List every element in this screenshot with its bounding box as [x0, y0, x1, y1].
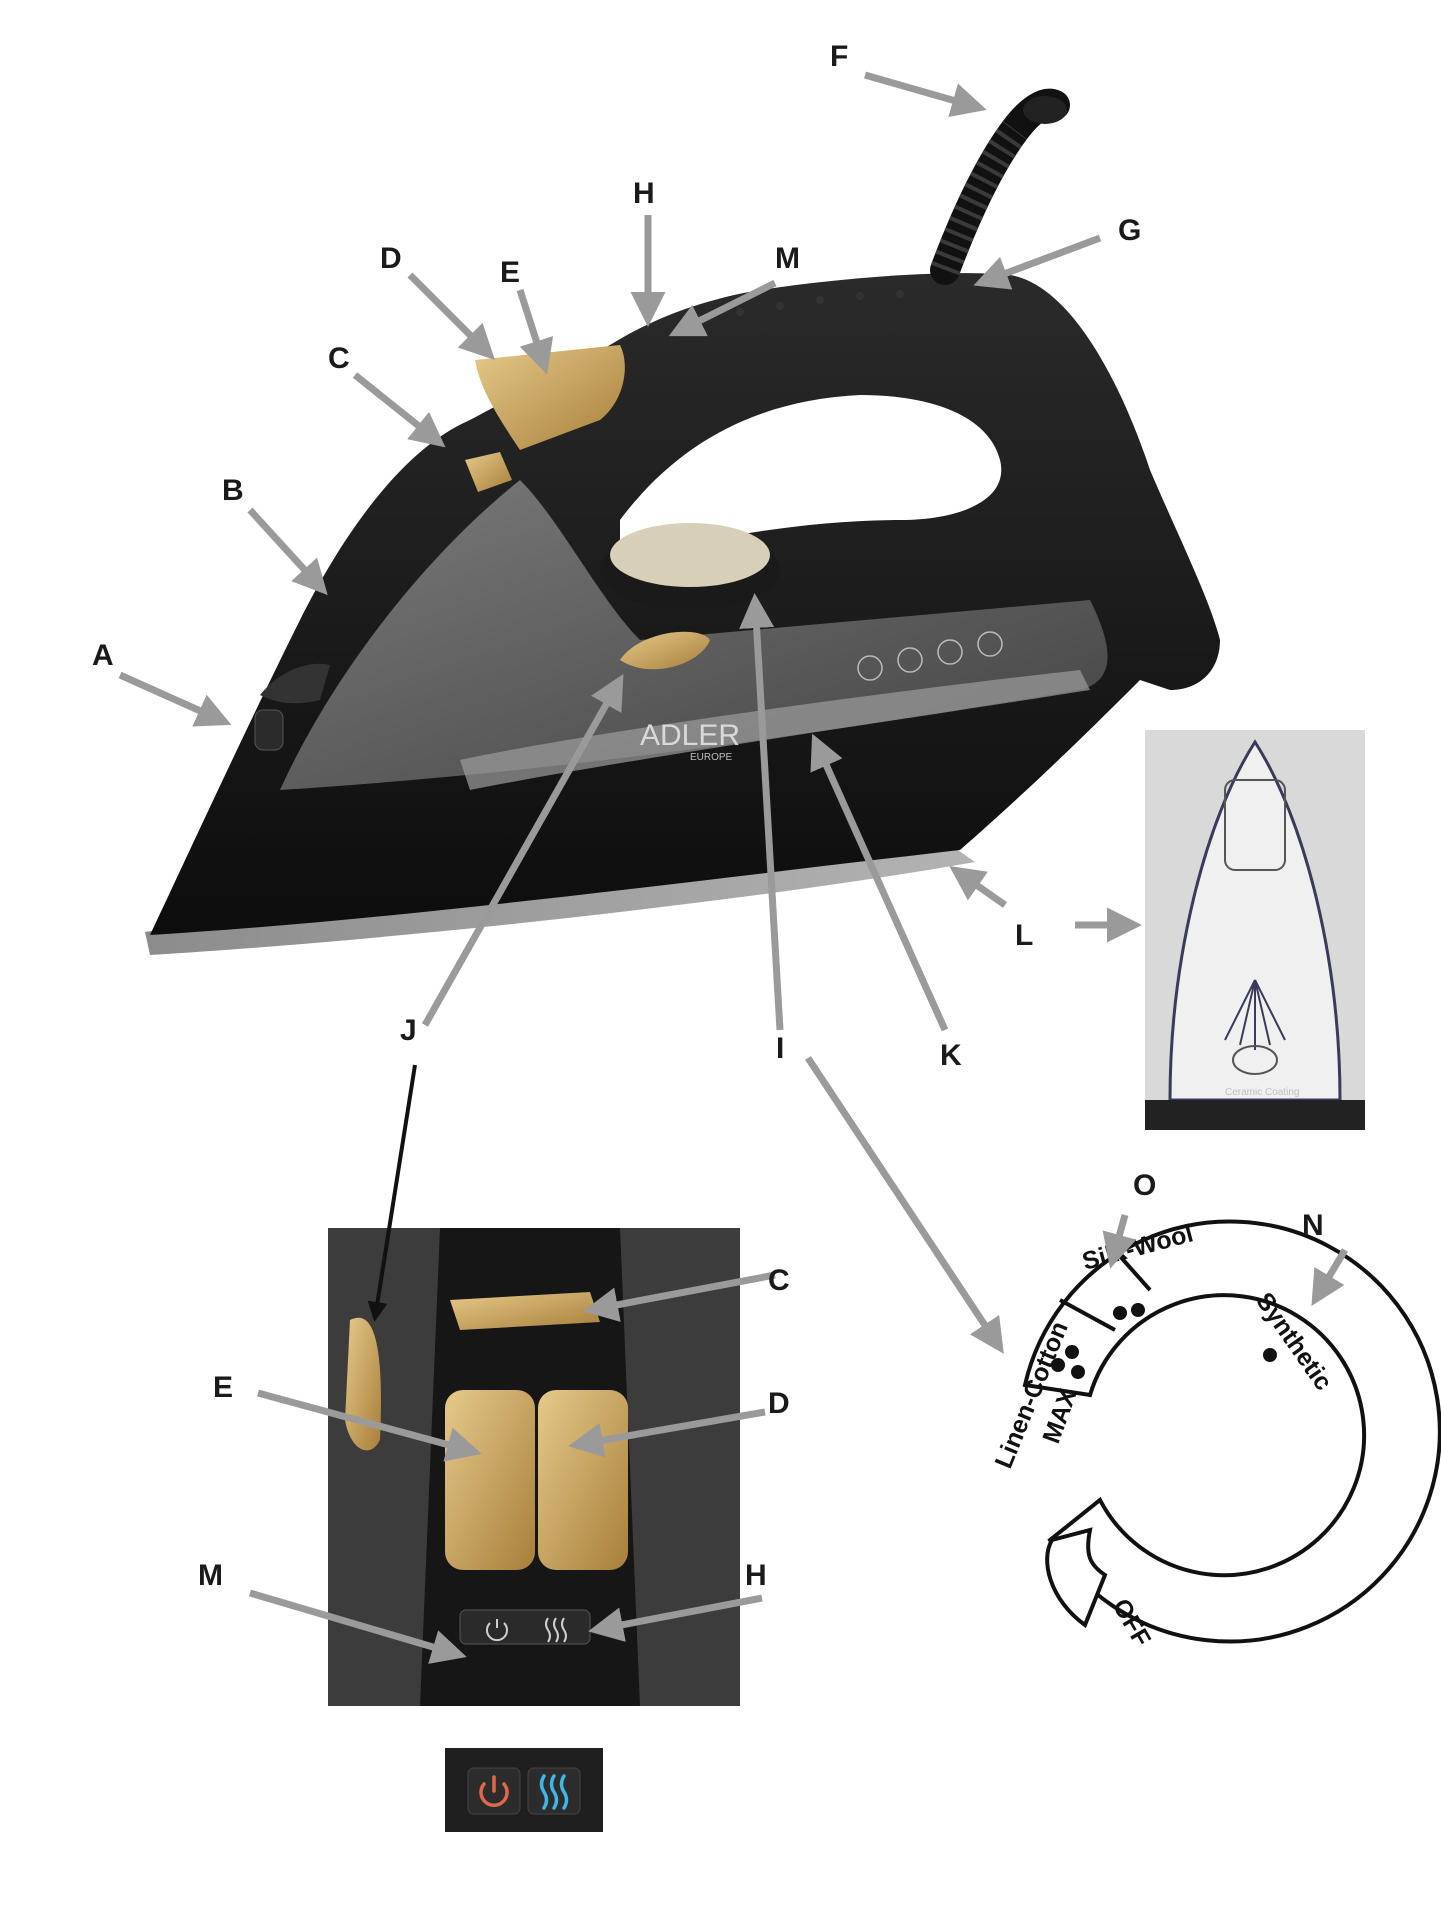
dial-ring [1022, 1219, 1441, 1644]
label-a: A [92, 639, 114, 672]
spout-area [260, 663, 330, 704]
indicator-inset [445, 1748, 603, 1832]
steam-regulator-top [465, 452, 512, 492]
top-view-inset [328, 1228, 740, 1706]
power-icon [479, 1775, 509, 1808]
power-icon-small [486, 1619, 508, 1642]
self-clean-button [620, 631, 710, 670]
power-cord [930, 88, 1070, 285]
label-f: F [830, 40, 848, 73]
label-e: E [500, 256, 520, 289]
soleplate-text: Ceramic Coating [1225, 1087, 1299, 1098]
dial-off-tab [1045, 1527, 1108, 1629]
brand-name: ADLER [640, 719, 740, 752]
label-j-top: J [400, 1014, 417, 1047]
label-k: K [940, 1039, 962, 1072]
soleplate-tip-vent [1232, 1045, 1278, 1075]
spray-nozzle [254, 709, 284, 751]
cord-end [1023, 96, 1067, 124]
callout-arrows [118, 71, 1349, 1664]
label-b: B [222, 474, 244, 507]
label-h-top: H [633, 177, 655, 210]
label-m-inset: M [198, 1559, 223, 1592]
temperature-dial-top [610, 523, 770, 587]
label-h-inset: H [745, 1559, 767, 1592]
steam-buttons-top [475, 345, 625, 450]
steam-icon [539, 1774, 569, 1810]
label-o: O [1133, 1169, 1156, 1202]
label-d-inset: D [768, 1387, 790, 1420]
label-n: N [1302, 1209, 1324, 1242]
label-g: G [1118, 214, 1141, 247]
soleplate-feather [1224, 979, 1286, 1050]
label-l: L [1015, 919, 1033, 952]
soleplate-bottom [1145, 1100, 1365, 1130]
top-view-regulator [450, 1292, 600, 1330]
water-tank [460, 670, 1090, 790]
steam-icon-small [545, 1617, 567, 1643]
label-e-inset: E [213, 1371, 233, 1404]
arrow-j-inset [367, 1064, 417, 1322]
label-c-inset: C [768, 1264, 790, 1297]
label-m-top: M [775, 242, 800, 275]
soleplate-top-vent [1224, 779, 1286, 871]
steam-function-icons [857, 631, 1003, 681]
callout-labels: A B C D E F G H M I J K L O N C E D M H [92, 40, 1324, 1592]
iron-main-illustration: ADLER EUROPE [145, 88, 1220, 955]
handle-grip-dots [696, 290, 904, 324]
label-c: C [328, 342, 350, 375]
top-view-indicators [459, 1609, 591, 1645]
brand-sub: EUROPE [690, 752, 733, 763]
dial-divider-1 [1059, 1298, 1116, 1332]
handle-opening [620, 395, 1002, 560]
label-i-top: I [776, 1032, 784, 1065]
temperature-dial-diagram: Linen-Cotton MAX Silk-Wool Synthetic OFF [990, 1219, 1441, 1651]
dial-dots [1051, 1303, 1277, 1379]
label-d: D [380, 242, 402, 275]
top-view-button-e [445, 1390, 535, 1570]
cord-ribs [930, 121, 1028, 276]
soleplate-inset: Ceramic Coating [1145, 730, 1365, 1130]
top-view-button-d [538, 1390, 628, 1570]
